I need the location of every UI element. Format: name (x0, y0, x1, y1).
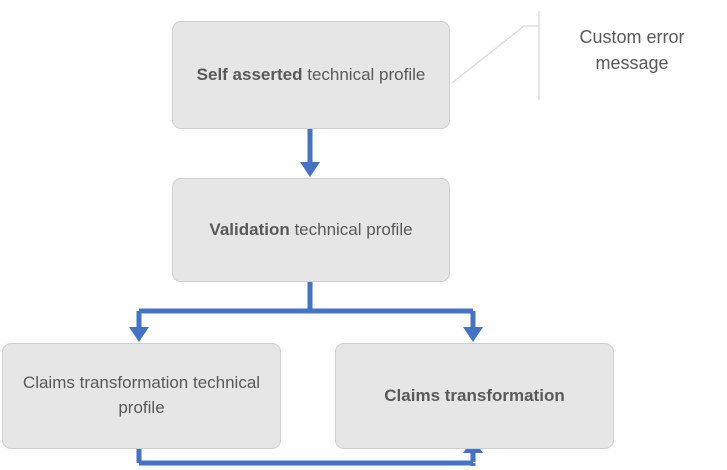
node-self-asserted-regular-text: technical profile (302, 64, 426, 84)
node-claims-transformation-label: Claims transformation (384, 385, 565, 405)
node-claims-transformation[interactable]: Claims transformation (335, 343, 614, 449)
node-validation-label: Validation technical profile (187, 218, 435, 243)
node-self-asserted-bold-text: Self asserted (196, 64, 303, 84)
connector-validation-branch (129, 282, 483, 342)
connector-self-asserted-to-validation (300, 129, 320, 177)
node-validation-technical-profile[interactable]: Validation technical profile (172, 178, 450, 282)
callout-leader-line (451, 11, 540, 100)
node-self-asserted-technical-profile[interactable]: Self asserted technical profile (172, 21, 450, 129)
node-validation-bold-text: Validation (209, 219, 290, 239)
callout-custom-error-message: Custom error message (579, 27, 685, 74)
node-claims-transformation-tp-label: Claims transformation technical profile (22, 373, 261, 417)
connector-claims-loop (136, 439, 483, 466)
node-validation-regular-text: technical profile (289, 219, 413, 239)
node-self-asserted-label: Self asserted technical profile (187, 63, 435, 88)
node-claims-transformation-technical-profile[interactable]: Claims transformation technical profile (2, 343, 281, 449)
